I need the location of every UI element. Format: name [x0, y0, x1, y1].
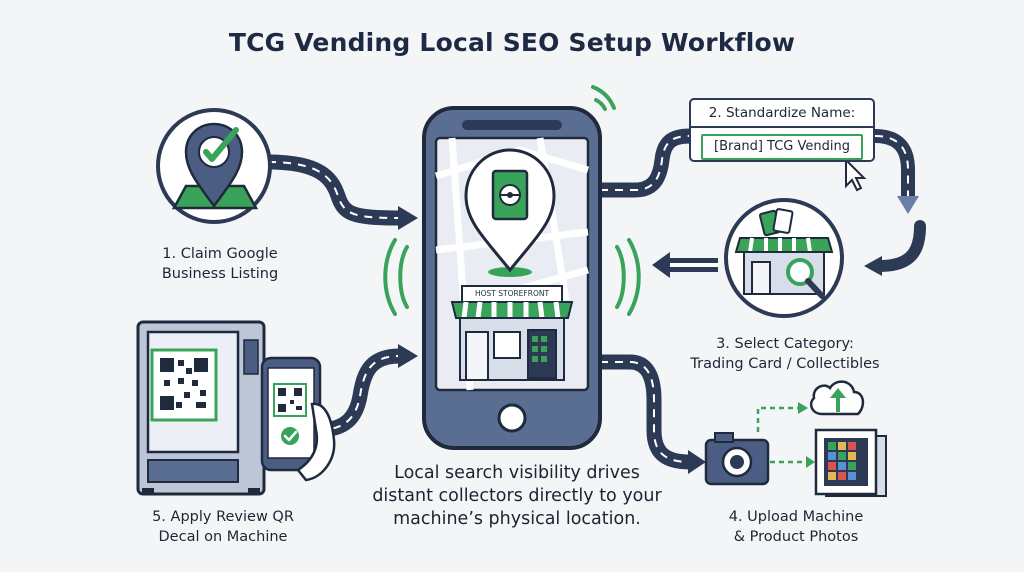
connector-category-to-phone	[652, 252, 718, 278]
standardize-name-card: 2. Standardize Name: [Brand] TCG Vending	[689, 98, 875, 162]
step-3-line1: 3. Select Category:	[716, 336, 854, 352]
step-5-line1: 5. Apply Review QR	[152, 509, 294, 525]
step-4-line2: & Product Photos	[733, 529, 859, 545]
location-pin-icon	[464, 148, 556, 277]
connector-name-to-category	[864, 129, 926, 276]
storefront-sign: HOST STOREFRONT	[474, 289, 550, 298]
brand-name-field: [Brand] TCG Vending	[701, 134, 863, 160]
step-3-line2: Trading Card / Collectibles	[690, 356, 880, 372]
magnifier-icon	[786, 258, 825, 299]
step-1-line1: 1. Claim Google	[162, 246, 278, 262]
step-1-label: 1. Claim Google Business Listing	[140, 244, 300, 284]
camera-upload-icon	[704, 380, 887, 497]
tagline: Local search visibility drives distant c…	[372, 462, 662, 531]
tagline-line1: Local search visibility drives	[394, 463, 640, 483]
connector-phone-to-name	[592, 128, 698, 198]
step-5-line2: Decal on Machine	[158, 529, 288, 545]
connector-claim-to-phone	[260, 154, 418, 230]
map-pin-check-icon	[171, 122, 259, 210]
qr-scan-icon	[136, 320, 336, 496]
step-4-line1: 4. Upload Machine	[728, 509, 864, 525]
central-phone	[383, 85, 641, 450]
page-title: TCG Vending Local SEO Setup Workflow	[228, 28, 796, 57]
host-storefront-icon	[450, 285, 574, 381]
step-1-line2: Business Listing	[161, 266, 279, 282]
tagline-line2: distant collectors directly to your	[372, 486, 662, 506]
cursor-icon	[845, 157, 867, 192]
claim-listing-illustration	[156, 108, 272, 224]
connector-qr-to-phone	[310, 344, 418, 438]
connector-phone-to-photos	[592, 354, 706, 474]
tagline-line3: machine’s physical location.	[393, 509, 641, 529]
step-4-label: 4. Upload Machine & Product Photos	[716, 507, 876, 547]
signal-waves	[383, 85, 641, 316]
step-2-heading: 2. Standardize Name:	[691, 100, 873, 128]
step-5-label: 5. Apply Review QR Decal on Machine	[138, 507, 308, 547]
step-3-label: 3. Select Category: Trading Card / Colle…	[690, 334, 880, 374]
category-illustration	[724, 198, 844, 318]
